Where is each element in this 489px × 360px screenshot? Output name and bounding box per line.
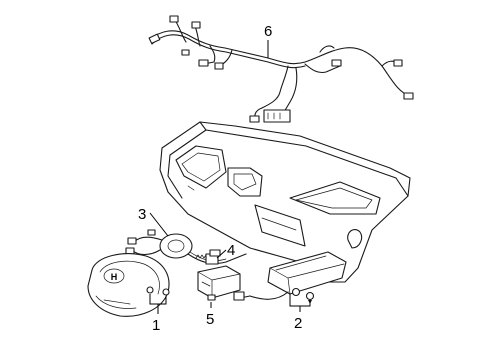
wiring-harness [148, 15, 414, 123]
callout-1: 1 [152, 317, 160, 334]
callout-6: 6 [264, 23, 272, 40]
steering-emblem: H [111, 272, 118, 282]
srs-unit [197, 265, 241, 308]
passenger-airbag [233, 251, 347, 312]
callout-5: 5 [206, 311, 214, 328]
callout-4-leader [216, 249, 227, 259]
callout-4: 4 [227, 242, 235, 259]
instrument-panel [159, 121, 411, 283]
callout-3-leader [149, 212, 169, 237]
callout-2: 2 [294, 315, 302, 332]
driver-airbag: H [87, 253, 170, 317]
impact-sensor [205, 249, 227, 265]
callout-3: 3 [138, 206, 146, 223]
